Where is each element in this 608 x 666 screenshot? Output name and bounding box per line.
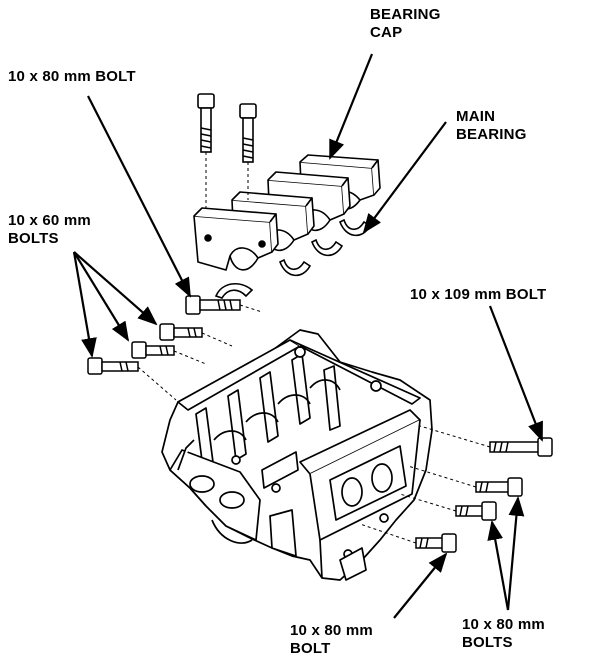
bolt-10x80-top xyxy=(185,295,263,315)
bolt-10x60-c xyxy=(87,357,177,401)
bolt-10x80-right-b xyxy=(399,493,497,521)
bolt-top-left xyxy=(197,93,215,153)
bolt-10x109 xyxy=(419,425,553,457)
label-bearing-cap: BEARING CAP xyxy=(370,6,441,42)
label-bolt-10x80-bottom-line2: BOLT xyxy=(290,640,331,657)
bearing-cap-1 xyxy=(193,207,279,271)
main-bearing-shells xyxy=(214,218,372,299)
bolt-10x60-a xyxy=(159,323,233,347)
bearing-cap-stack xyxy=(193,154,381,271)
leader-arrows xyxy=(72,53,544,619)
label-bolt-10x80-bottom-line1: 10 x 80 mm xyxy=(290,622,373,639)
bolt-top-right xyxy=(239,103,257,163)
bolt-10x80-right-a xyxy=(407,465,523,497)
label-main-bearing: MAIN BEARING xyxy=(456,108,527,144)
label-bolt-10x109: 10 x 109 mm BOLT xyxy=(410,286,547,303)
bolt-10x60-b xyxy=(131,341,207,365)
label-bolts-10x80-bottom-right-line2: BOLTS xyxy=(462,634,513,651)
label-bolt-10x80-bottom: 10 x 80 mm BOLT xyxy=(290,622,373,658)
label-bolts-10x80-bottom-right: 10 x 80 mm BOLTS xyxy=(462,616,545,652)
label-bolts-10x60: 10 x 60 mm BOLTS xyxy=(8,212,91,248)
label-bolts-10x80-bottom-right-line1: 10 x 80 mm xyxy=(462,616,545,633)
label-bolts-10x60-line2: BOLTS xyxy=(8,230,59,247)
bolt-10x80-bottom xyxy=(359,523,457,553)
side-bolts xyxy=(87,295,553,553)
label-main-bearing-line2: BEARING xyxy=(456,126,527,143)
label-bolt-10x80-top: 10 x 80 mm BOLT xyxy=(8,68,136,85)
label-bearing-cap-line1: BEARING xyxy=(370,6,441,23)
label-bolts-10x60-line1: 10 x 60 mm xyxy=(8,212,91,229)
label-main-bearing-line1: MAIN xyxy=(456,108,496,125)
engine-block xyxy=(161,329,433,581)
label-bearing-cap-line2: CAP xyxy=(370,24,403,41)
cap-bolts-top xyxy=(197,93,257,210)
